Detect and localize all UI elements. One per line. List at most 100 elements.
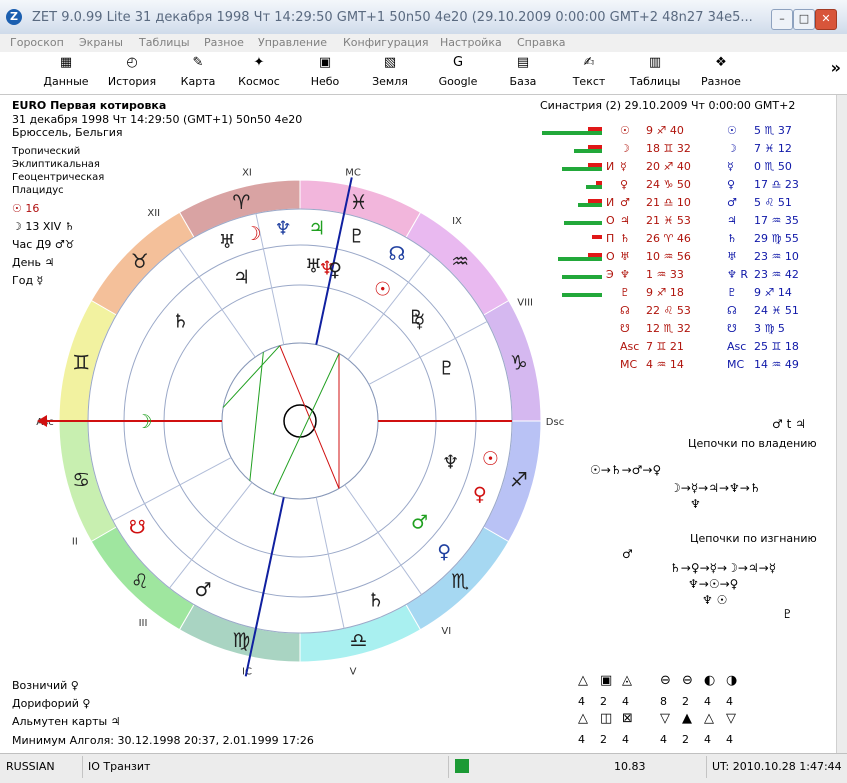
toolbar-button-7[interactable]: ▤База [490,55,556,91]
menu-configuration[interactable]: Конфигурация [343,36,429,49]
strength-bar-green [562,275,602,279]
toolbar-label: Текст [572,75,606,88]
moon-day: ☽ 13 XIV ♄ [12,220,75,233]
stat-count: 4 [726,733,733,746]
chain-exile-2: ♆→☉→♀ [688,577,739,591]
position-planet: ♇ [620,286,630,299]
algol-minimum: Минимум Алголя: 30.12.1998 20:37, 2.01.1… [12,734,314,747]
zodiac-sign-icon: ♐ [510,468,528,492]
zodiac-sign-icon: ♓ [350,190,368,214]
transit-planet-icon: ♅ [219,231,236,253]
strength-bar-red [588,163,602,167]
menu-bar: Гороскоп Экраны Таблицы Разное Управлени… [0,34,847,53]
strength-bar-red [588,127,602,131]
natal-planet-icon: ♆ [319,257,336,279]
position-position: 20 ♐ 40 [646,160,691,173]
transit-planet-icon: ☉ [482,448,499,470]
main-content: EURO Первая котировка 31 декабря 1998 Чт… [0,95,836,753]
house-label: XII [147,208,160,219]
position-planet: ♀ [620,178,629,191]
toolbar-button-9[interactable]: ▥Таблицы [622,55,688,91]
text-icon: ✍ [583,55,595,70]
toolbar-label: Земля [372,75,408,88]
minimize-button[interactable]: – [771,9,793,30]
position-row: О♅10 ♒ 56♅23 ♒ 10 [558,249,835,266]
transit-planet-icon: ☋ [129,517,146,539]
house-label: VI [441,626,451,637]
menu-settings[interactable]: Настройка [440,36,502,49]
natal-planet-icon: ♇ [438,358,455,380]
stat-count: 2 [682,733,689,746]
stat-count: 4 [704,733,711,746]
toolbar-button-5[interactable]: ▧Земля [357,55,423,91]
menu-tables[interactable]: Таблицы [139,36,190,49]
position-position: 24 ♑ 50 [646,178,691,191]
toolbar-button-2[interactable]: ✎Карта [165,55,231,91]
natal-planet-icon: ♃ [233,266,250,288]
toolbar-label: Разное [701,75,741,88]
position-position2: 14 ♒ 49 [754,358,799,371]
vertical-scrollbar[interactable] [836,95,847,753]
strength-bar-red [596,181,602,185]
toolbar-button-1[interactable]: ◴История [99,55,165,91]
maximize-button[interactable]: □ [793,9,815,30]
toolbar-button-0[interactable]: ▦Данные [33,55,99,91]
position-planet2: ☉ [727,124,737,137]
position-planet: ♂ [620,196,630,209]
toolbar-label: Небо [310,75,340,88]
status-indicator-icon [455,759,469,773]
toolbar-label: Данные [43,75,89,88]
position-position: 4 ♒ 14 [646,358,684,371]
stat-glyph-icon: △ [578,711,588,726]
close-button[interactable]: ✕ [815,9,837,30]
toolbar-button-10[interactable]: ❖Разное [688,55,754,91]
menu-misc[interactable]: Разное [204,36,244,49]
chains-exile-title: Цепочки по изгнанию [690,532,817,545]
toolbar-more-button[interactable]: » [830,58,841,77]
menu-horoscope[interactable]: Гороскоп [10,36,64,49]
house-cusp-line [169,482,253,589]
toolbar-button-8[interactable]: ✍ Текст [556,55,622,91]
doryphory-label: Дорифорий ♀ [12,697,91,710]
position-row: ☊22 ♌ 53☊24 ♓ 51 [560,303,835,320]
stat-glyph-icon: ◑ [726,673,738,688]
strength-bar-red [588,199,602,203]
stat-count: 4 [578,695,585,708]
aspect-line [272,353,340,495]
position-planet: ♅ [620,250,630,263]
natal-planet-icon: ♄ [172,311,189,333]
chain-owner-2: ☽→☿→♃→♆→♄ [670,481,761,495]
position-position: 22 ♌ 53 [646,304,691,317]
position-row: ☽18 ♊ 32☽7 ♓ 12 [560,141,835,158]
zodiac-sign-icon: ♉ [131,249,149,273]
toolbar-button-4[interactable]: ▣Небо [292,55,358,91]
menu-help[interactable]: Справка [517,36,566,49]
toolbar-button-3[interactable]: ✦Космос [226,55,292,91]
ascendant-arrowhead-icon [37,415,47,427]
menu-screens[interactable]: Экраны [79,36,123,49]
natal-planet-icon: ♇ [407,307,424,329]
almuten-label: Альмутен карты ♃ [12,715,121,728]
position-row: О♃21 ♓ 53♃17 ♒ 35 [560,213,835,230]
strength-bar-green [564,221,602,225]
status-ut-time: UT: 2010.10.28 1:47:44 [712,760,842,773]
strength-bar-red [588,145,602,149]
transit-planet-icon: ♃ [308,218,325,240]
position-planet2: MC [727,358,745,371]
position-position: 26 ♈ 46 [646,232,691,245]
menu-control[interactable]: Управление [258,36,328,49]
strength-bar-green [586,185,602,189]
stat-glyph-icon: ◐ [704,673,716,688]
ic-line [244,628,257,677]
position-position2: 29 ♍ 55 [754,232,799,245]
zodiac-sign-icon: ♋ [72,468,90,492]
horoscope-chart[interactable]: ♈♉♊♋♌♍♎♏♐♑♒♓AscIIIIIICVVIDscVIIIIXMCXIXI… [30,165,610,725]
position-planet: ☉ [620,124,630,137]
position-position: 7 ♊ 21 [646,340,684,353]
position-position: 12 ♏ 32 [646,322,691,335]
chain-exile-top: ♂ [622,547,633,561]
chain-exile-3: ♆ ☉ [702,593,728,607]
